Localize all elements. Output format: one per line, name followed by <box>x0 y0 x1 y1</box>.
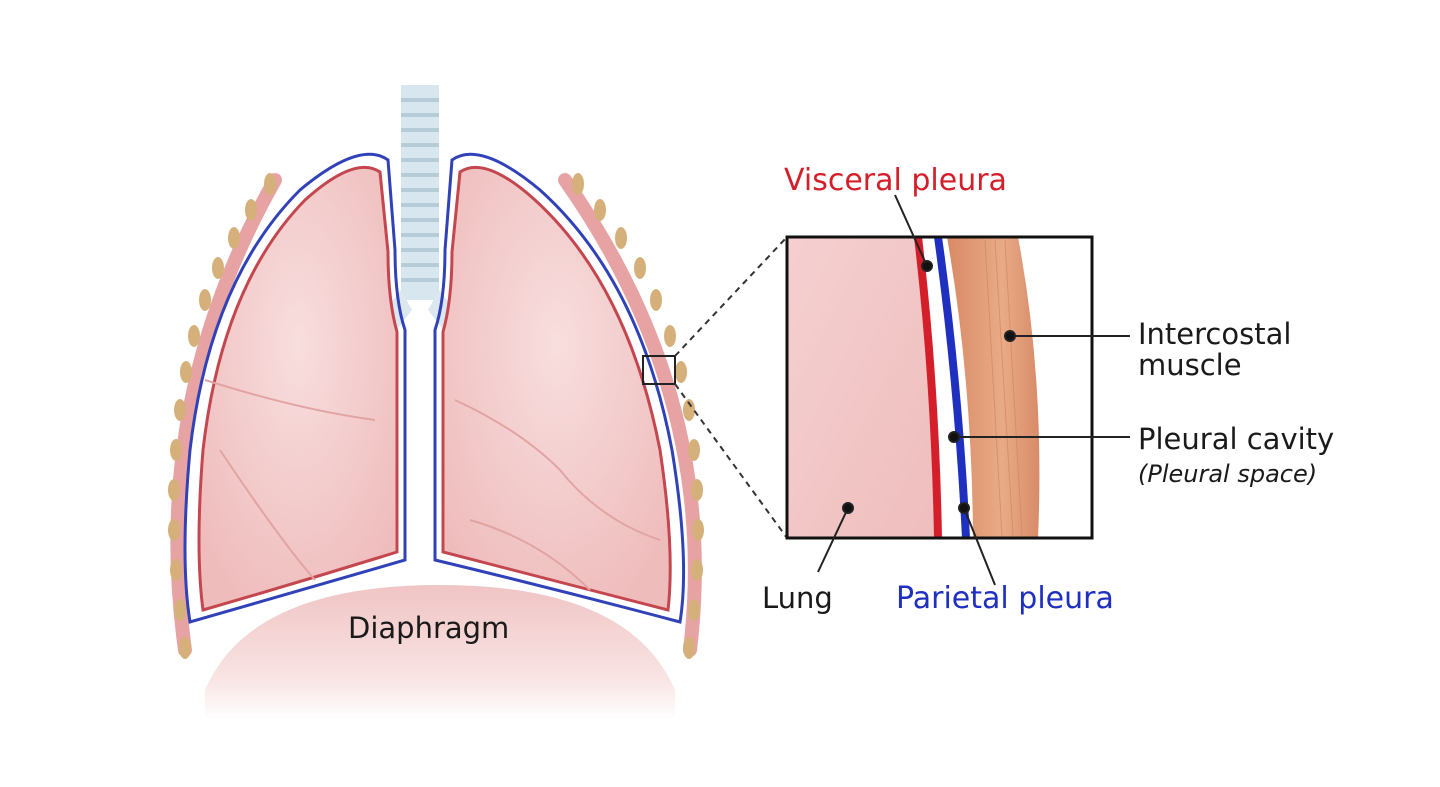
intercostal-muscle-label-line2: muscle <box>1138 348 1242 382</box>
intercostal-muscle-label-line1: Intercostal <box>1138 317 1291 351</box>
diaphragm-label: Diaphragm <box>348 611 509 645</box>
magnified-inset <box>785 235 1094 540</box>
leader-lines <box>817 194 1130 586</box>
right-lung <box>433 152 686 624</box>
left-lung <box>183 152 407 624</box>
magnify-source-box <box>642 355 676 385</box>
pleural-space-label: (Pleural space) <box>1138 460 1317 488</box>
pleural-cavity-gap <box>924 236 956 539</box>
diaphragm-shape <box>205 585 675 720</box>
lung-label: Lung <box>762 581 833 615</box>
visceral-pleura-label: Visceral pleura <box>784 163 1007 198</box>
visceral-pleura-line <box>914 236 942 539</box>
pleural-cavity-label: Pleural cavity <box>1138 422 1334 456</box>
left-chest-wall <box>168 173 282 659</box>
parietal-pleura-label: Parietal pleura <box>896 581 1114 616</box>
right-chest-wall <box>558 173 704 659</box>
parietal-pleura-line <box>934 236 970 539</box>
